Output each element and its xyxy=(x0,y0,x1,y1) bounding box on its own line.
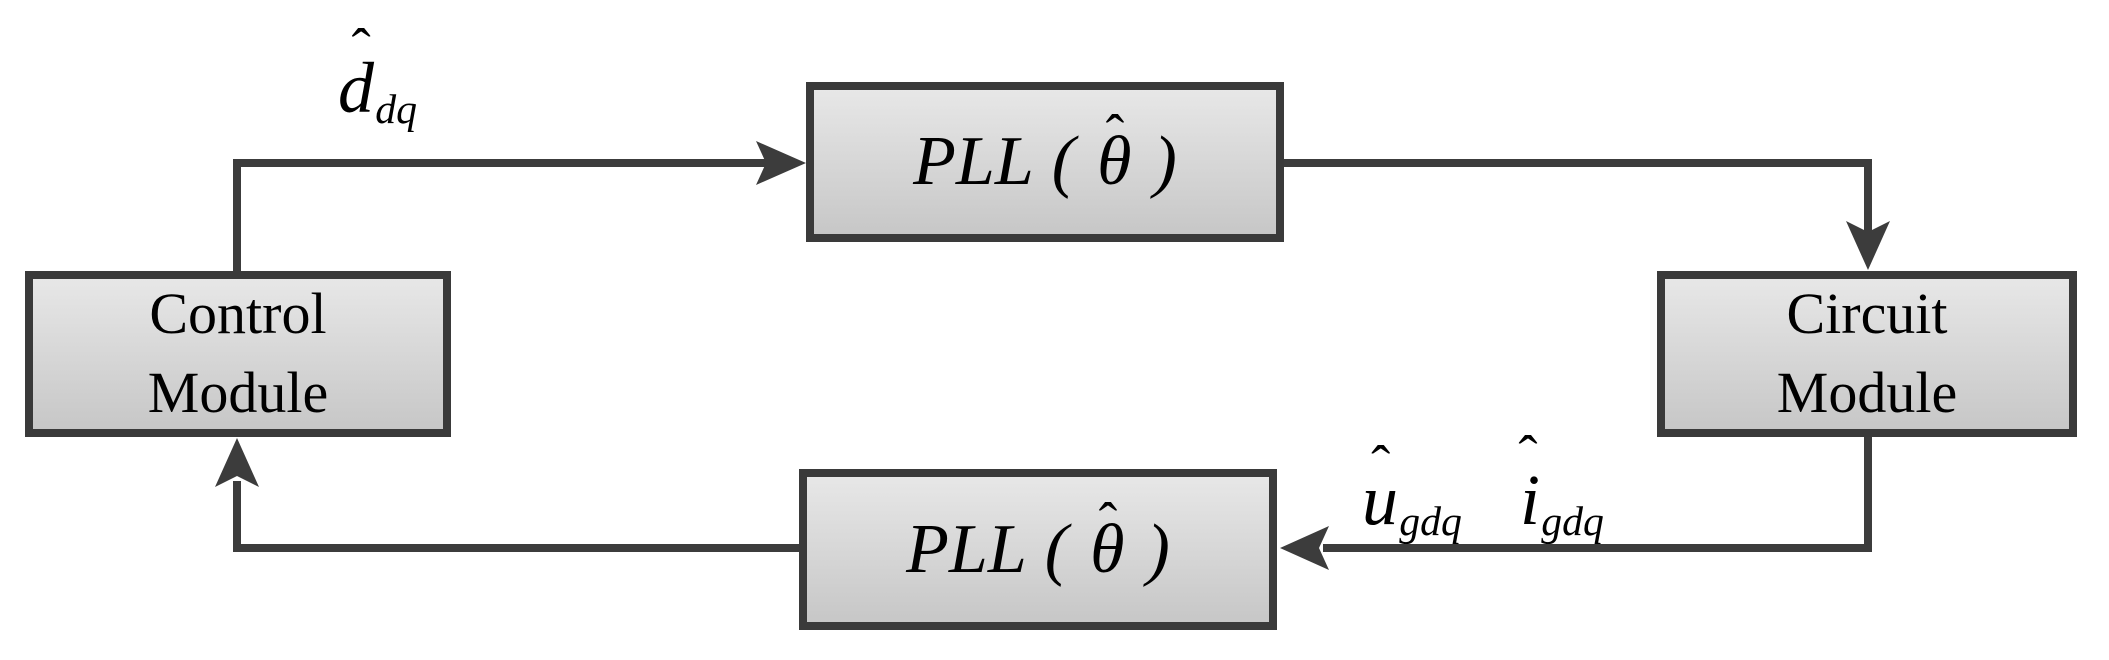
label-d-subscript: dq xyxy=(375,86,417,133)
control-module-box: Control Module xyxy=(25,271,451,437)
pll-bottom-close-paren: ) xyxy=(1146,510,1170,588)
label-u-base: u xyxy=(1362,460,1398,540)
label-u-subscript: gdq xyxy=(1399,498,1462,545)
arrowhead-into-control-icon xyxy=(215,438,259,487)
label-i-subscript: gdq xyxy=(1541,498,1604,545)
hat-accent: ˆ xyxy=(351,17,371,81)
pll-bottom-name: PLL xyxy=(906,510,1027,588)
pll-top-open-paren: ( xyxy=(1051,123,1076,200)
hat-accent: ˆ xyxy=(1098,491,1118,554)
arrowhead-into-pll-top-icon xyxy=(756,141,806,185)
wire-pll-bottom-to-control xyxy=(233,481,799,552)
hat-accent: ˆ xyxy=(1371,434,1391,498)
wire-circuit-to-pll-bottom xyxy=(1323,436,1872,552)
pll-top-close-paren: ) xyxy=(1153,123,1177,200)
circuit-module-label-line2: Module xyxy=(1776,360,1958,425)
pll-top-theta: θ xyxy=(1097,123,1132,200)
arrowhead-into-pll-bottom-icon xyxy=(1280,526,1329,570)
pll-bottom-theta: θ xyxy=(1090,510,1125,588)
pll-top-name: PLL xyxy=(913,123,1034,200)
wire-control-to-pll-top xyxy=(233,159,768,271)
control-module-label-line2: Module xyxy=(147,360,329,425)
control-module-label-line1: Control xyxy=(149,281,327,347)
pll-bottom-open-paren: ( xyxy=(1044,510,1069,588)
wire-pll-top-to-circuit xyxy=(1283,159,1872,236)
hat-accent: ˆ xyxy=(1518,425,1538,489)
circuit-module-box: Circuit Module xyxy=(1657,271,2077,437)
arrowhead-into-circuit-icon xyxy=(1846,221,1890,270)
label-i-base: i xyxy=(1520,460,1541,540)
circuit-module-label-line1: Circuit xyxy=(1786,281,1948,347)
label-d-base: d xyxy=(338,48,374,128)
hat-accent: ˆ xyxy=(1105,104,1125,167)
